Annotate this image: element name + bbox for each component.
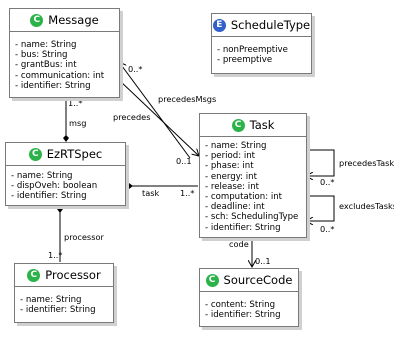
class-icon: C (30, 13, 44, 27)
attribute: - bus: String (15, 50, 68, 61)
class-header: C EzRTSpec (6, 143, 125, 166)
class-header: C Processor (15, 264, 113, 287)
composition-diamond (57, 205, 63, 213)
class-icon: C (231, 118, 245, 132)
assoc-excludes-tasks: excludesTasks 0..* (306, 195, 394, 234)
class-ezrtspec[interactable]: C EzRTSpec - name: String - dispOveh: bo… (5, 142, 126, 206)
excludestasks-mult: 0..* (320, 224, 335, 234)
assoc-processor: processor 1..* (48, 205, 104, 262)
precedesmsgs-role: precedesMsgs (158, 94, 216, 104)
class-name: ScheduleType (230, 18, 311, 32)
attribute: - identifier: String (15, 80, 91, 91)
attribute: - phase: int (205, 161, 254, 172)
task-mult: 1..* (180, 188, 195, 198)
class-scheduletype[interactable]: E ScheduleType - nonPreemptive - preempt… (211, 13, 312, 74)
task-role: task (142, 188, 159, 198)
attribute: - grantBus: int (15, 60, 77, 71)
class-sourcecode[interactable]: C SourceCode - content: String - identif… (199, 268, 299, 327)
class-name: SourceCode (223, 273, 293, 287)
enum-literal: - preemptive (217, 55, 273, 66)
class-name: Task (249, 118, 275, 132)
assoc-precedes: precedes (113, 79, 199, 156)
attribute-list: - content: String - identifier: String (200, 292, 298, 322)
attribute: - sch: SchedulingType (205, 212, 299, 223)
code-role: code (229, 239, 249, 249)
assoc-precedes-tasks: precedesTasks 0..* (306, 149, 394, 187)
attribute: - name: String (11, 171, 73, 181)
precedestasks-role: precedesTasks (339, 158, 394, 168)
literal-list: - nonPreemptive - preemptive (212, 37, 311, 67)
assoc-task: task 1..* (125, 183, 198, 198)
attribute: - communication: int (15, 70, 105, 81)
processor-role: processor (64, 232, 104, 242)
class-name: Processor (45, 268, 101, 282)
attribute-list: - name: String - bus: String - grantBus:… (10, 32, 119, 93)
composition-diamond (125, 183, 133, 189)
class-icon: C (27, 268, 41, 282)
assoc-code: code 0..1 (229, 237, 271, 267)
msg-mult: 1..* (68, 98, 83, 108)
class-name: EzRTSpec (46, 147, 103, 161)
class-header: C Message (10, 9, 119, 32)
attribute-list: - name: String - dispOveh: boolean - ide… (6, 166, 125, 204)
attribute: - energy: int (205, 171, 257, 182)
class-header: C SourceCode (200, 269, 298, 292)
attribute: - identifier: String (11, 191, 87, 202)
precedes-role: precedes (113, 112, 150, 122)
excludestasks-role: excludesTasks (339, 201, 394, 211)
msg-role: msg (69, 118, 86, 128)
class-message[interactable]: C Message - name: String - bus: String -… (9, 8, 120, 98)
assoc-msg: 1..* msg (63, 97, 86, 142)
precedestasks-mult: 0..* (320, 177, 335, 187)
precedesmsgs-mult-task: 0..1 (176, 156, 192, 166)
attribute-list: - name: String - identifier: String (15, 287, 113, 317)
class-name: Message (48, 13, 99, 27)
attribute: - deadline: int (205, 202, 265, 213)
assoc-precedes-msgs: 0..* precedesMsgs 0..1 (119, 62, 216, 166)
attribute-list: - name: String - period: int - phase: in… (200, 137, 306, 235)
processor-mult: 1..* (48, 250, 63, 260)
class-header: C Task (200, 114, 306, 137)
class-icon: C (28, 147, 42, 161)
attribute: - computation: int (205, 192, 283, 203)
attribute: - name: String (20, 295, 82, 305)
attribute: - identifier: String (205, 222, 281, 233)
attribute: - period: int (205, 151, 256, 162)
attribute: - dispOveh: boolean (11, 181, 98, 192)
attribute: - release: int (205, 181, 260, 192)
attribute: - content: String (205, 300, 276, 310)
enum-literal: - nonPreemptive (217, 45, 288, 55)
attribute: - identifier: String (20, 305, 96, 316)
code-mult: 0..1 (255, 256, 271, 266)
attribute: - name: String (205, 141, 267, 151)
class-icon: C (205, 273, 219, 287)
class-processor[interactable]: C Processor - name: String - identifier:… (14, 263, 114, 323)
attribute: - name: String (15, 40, 77, 50)
precedesmsgs-mult-message: 0..* (128, 64, 143, 74)
enum-icon: E (212, 18, 226, 32)
attribute: - identifier: String (205, 310, 281, 321)
class-task[interactable]: C Task - name: String - period: int - ph… (199, 113, 307, 238)
class-header: E ScheduleType (212, 14, 311, 37)
composition-diamond (63, 135, 69, 142)
